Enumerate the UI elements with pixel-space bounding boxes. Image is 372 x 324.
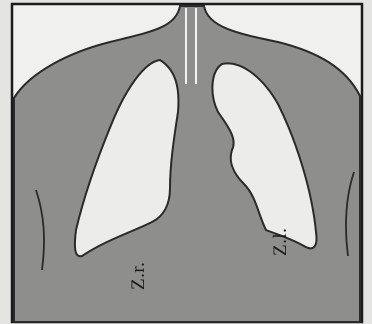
label-z-right: Z.r. (128, 262, 149, 290)
label-z-left: Z.l. (270, 228, 291, 256)
